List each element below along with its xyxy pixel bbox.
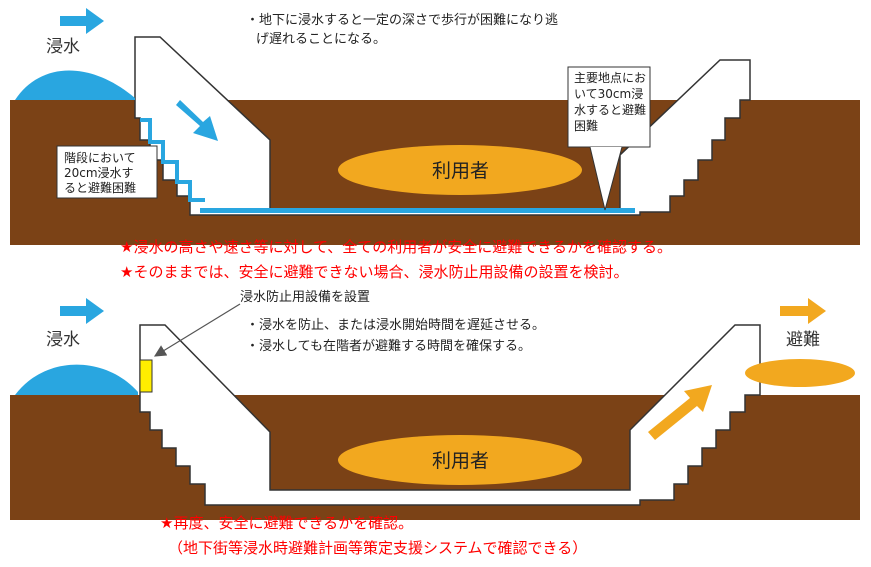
flood-protection-device (139, 359, 153, 393)
evacuation-arrow-icon (780, 298, 826, 324)
top-callout-right: 主要地点にお いて30cm浸 水すると避難 困難 (567, 66, 651, 211)
top-floor-water (200, 208, 635, 213)
top-flood-label: 浸水 (46, 37, 80, 57)
bottom-note-1: ・浸水を防止、または浸水開始時間を遅延させる。 (246, 317, 545, 333)
evacuated-user-marker (745, 359, 855, 387)
footer-line1: ★再度、安全に避難できるかを確認。 (160, 514, 413, 532)
message-2: ★そのままでは、安全に避難できない場合、浸水防止用設備の設置を検討。 (120, 263, 628, 281)
svg-text:20cm浸水す: 20cm浸水す (64, 166, 134, 180)
device-label: 浸水防止用設備を設置 (240, 289, 370, 305)
top-user-label: 利用者 (432, 160, 489, 182)
bottom-flood-label: 浸水 (46, 330, 80, 350)
top-user-marker (338, 145, 582, 195)
footer-line2: （地下街等浸水時避難計画等策定支援システムで確認できる） (168, 539, 587, 557)
bottom-user-label: 利用者 (432, 450, 489, 472)
svg-text:いて30cm浸: いて30cm浸 (574, 87, 643, 101)
top-note-line1: ・地下に浸水すると一定の深さで歩行が困難になり逃 (246, 13, 558, 28)
svg-text:主要地点にお: 主要地点にお (574, 71, 646, 85)
svg-text:ると避難困難: ると避難困難 (64, 180, 136, 195)
top-stair-water (140, 118, 205, 202)
top-flood-arrow-icon (60, 8, 104, 34)
device-pointer (153, 303, 241, 357)
message-1: ★浸水の高さや速さ等に対して、全ての利用者が安全に避難できるかを確認する。 (120, 238, 672, 256)
top-underground-cut (134, 36, 751, 216)
svg-text:階段において: 階段において (64, 150, 136, 165)
top-note-line2: げ遅れることになる。 (256, 32, 386, 47)
top-water-mound (15, 70, 135, 100)
bottom-note-2: ・浸水しても在階者が避難する時間を確保する。 (246, 338, 531, 354)
svg-text:水すると避難: 水すると避難 (574, 102, 646, 117)
top-callout-left: 階段において 20cm浸水す ると避難困難 (56, 145, 158, 199)
bottom-flood-arrow-icon (60, 298, 104, 324)
top-panel: 浸水 利用者 ・地下に浸水すると一定の深さで歩行が困難になり逃 げ遅れることにな… (10, 8, 860, 245)
bottom-user-marker (338, 435, 582, 485)
bottom-water-mound (15, 364, 138, 395)
evacuation-diagonal-arrow-icon (648, 385, 712, 440)
evacuation-label: 避難 (786, 330, 820, 350)
bottom-panel: 浸水 浸水防止用設備を設置 ・浸水を防止、または浸水開始時間を遅延させる。 ・浸… (10, 289, 860, 520)
top-diagonal-water-arrow-icon (176, 100, 218, 141)
bottom-underground-cut (139, 324, 761, 506)
svg-text:困難: 困難 (574, 118, 598, 133)
